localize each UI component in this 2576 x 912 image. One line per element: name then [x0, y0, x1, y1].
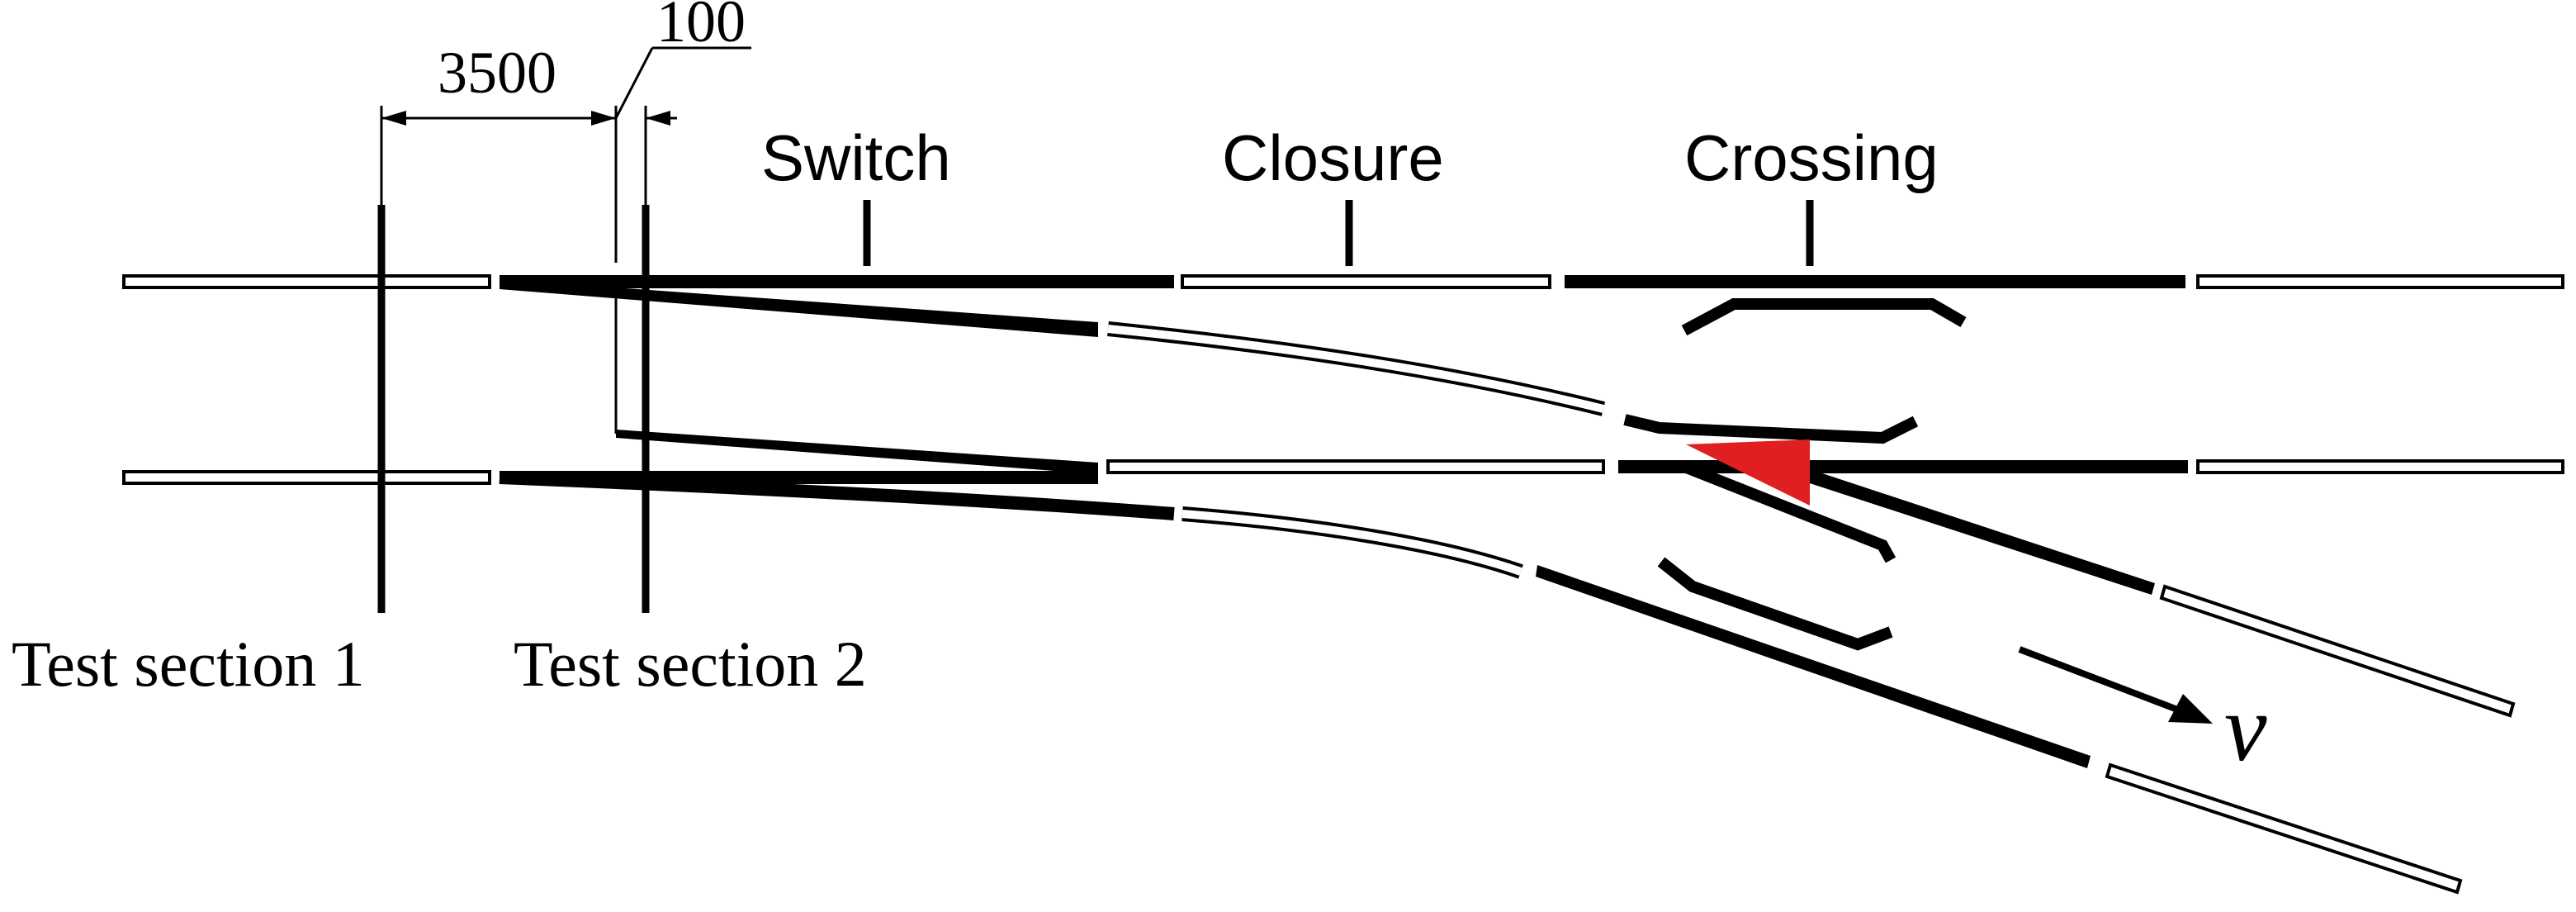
exit-rail-upper: [2159, 584, 2516, 718]
upper-straight-rail: [122, 274, 2564, 289]
guard-rail-upper: [1681, 298, 1967, 336]
dim-label-3500: 3500: [438, 40, 556, 106]
wing-rail-lower: [1682, 461, 1896, 563]
velocity-indicator: v: [2018, 646, 2267, 781]
rail-open-segment: [122, 274, 491, 289]
closure-rails: [1107, 321, 1606, 579]
lower-diverging-stock-rail: [499, 471, 1175, 520]
rail-open-segment: [2196, 274, 2564, 289]
dimension-annotations: 3500 100: [380, 0, 751, 263]
zone-labels: Switch Closure Crossing: [761, 121, 1939, 266]
dim-arrow-left-icon: [381, 111, 406, 126]
closure-curve-lower: [1181, 506, 1523, 579]
diverging-crossing-rail: [1810, 469, 2155, 595]
test-sections: Test section 1 Test section 2: [12, 205, 867, 700]
closure-curve-upper-inner: [1107, 325, 1605, 413]
rail-open-segment: [1106, 459, 1605, 474]
velocity-arrowhead-icon: [2168, 694, 2213, 724]
closure-curve-lower-inner: [1181, 510, 1522, 576]
rail-open-segment: [2196, 459, 2564, 474]
velocity-label: v: [2224, 676, 2267, 781]
dim-arrow-right-icon: [591, 111, 616, 126]
dim-leader-100: [614, 47, 654, 119]
velocity-arrow-shaft: [2018, 646, 2181, 714]
rail-open-segment: [1181, 274, 1551, 289]
rail-solid-segment: [1565, 275, 2185, 288]
test-section-label-2: Test section 2: [514, 628, 867, 700]
lower-diverging-long-rail: [1536, 565, 2091, 768]
wing-rail-upper: [1623, 414, 1919, 444]
rail-solid-segment: [500, 275, 1174, 288]
dim-label-100: 100: [656, 0, 746, 55]
zone-label-crossing: Crossing: [1684, 121, 1939, 194]
crossing-assembly: [1536, 298, 2155, 768]
zone-label-closure: Closure: [1222, 121, 1444, 194]
exit-rails: [2105, 584, 2516, 895]
dim-arrow-100-icon: [646, 111, 670, 126]
zone-label-switch: Switch: [761, 121, 951, 194]
test-section-label-1: Test section 1: [12, 628, 365, 700]
straight-switch-blade: [616, 430, 1098, 474]
exit-rail-lower: [2105, 762, 2463, 895]
crossing-nose: [1686, 439, 1810, 506]
lower-straight-rail: [122, 459, 2564, 485]
guard-rail-lower: [1657, 557, 1893, 651]
rail-open-segment: [122, 470, 491, 485]
